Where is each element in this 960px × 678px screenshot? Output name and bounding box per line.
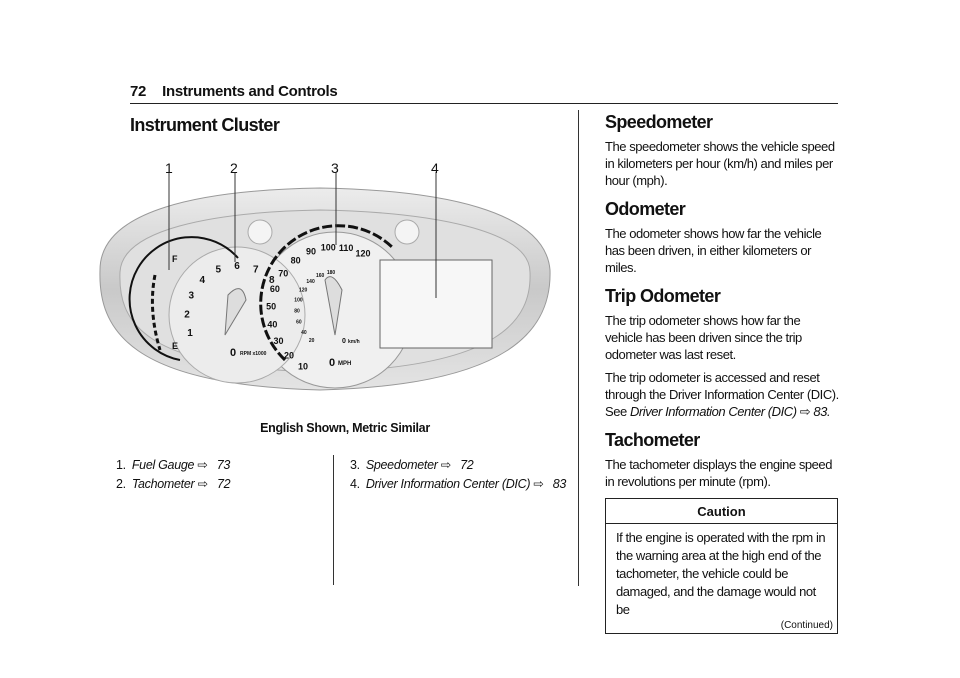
- mph-label: 60: [270, 284, 280, 294]
- dic-link[interactable]: Driver Information Center (DIC): [629, 404, 797, 419]
- tach-arc: [128, 236, 239, 361]
- item-link[interactable]: Speedometer: [365, 458, 438, 472]
- odometer-body: The odometer shows how far the vehicle h…: [605, 226, 822, 275]
- speedometer-body: The speedometer shows the vehicle speed …: [605, 139, 835, 188]
- page-arrow-icon: ⇨: [197, 477, 208, 491]
- tach-label: 4: [199, 275, 205, 286]
- column-divider: [578, 110, 579, 586]
- indicator-left: [247, 219, 273, 245]
- kmh-label: 60: [296, 320, 302, 326]
- tachometer-body: The tachometer displays the engine speed…: [605, 457, 832, 489]
- fuel-empty-label: E: [172, 341, 178, 351]
- kmh-label: 40: [301, 330, 307, 336]
- tach-label: 2: [184, 309, 190, 320]
- fuel-arc: [150, 274, 162, 351]
- callout-numbers: 1 2 3 4: [165, 160, 439, 176]
- callout-lines: [168, 172, 437, 298]
- trip-odometer-heading: Trip Odometer: [605, 286, 721, 306]
- mph-label: 40: [267, 319, 277, 329]
- page-arrow-icon: ⇨: [440, 458, 451, 472]
- tach-needle: [224, 288, 247, 336]
- list-item[interactable]: 2.Tachometer ⇨ 72: [116, 477, 231, 491]
- page-header: 72 Instruments and Controls: [130, 83, 353, 100]
- callout-1: 1: [165, 160, 173, 176]
- speedometer-heading: Speedometer: [605, 112, 713, 132]
- item-link[interactable]: Tachometer: [131, 477, 195, 491]
- page-arrow-icon: ⇨: [799, 404, 811, 419]
- tachometer-heading: Tachometer: [605, 430, 700, 450]
- caution-body: If the engine is operated with the rpm i…: [616, 530, 826, 617]
- list-item[interactable]: 4.Driver Information Center (DIC) ⇨ 83: [350, 477, 567, 491]
- trip-odometer-body-1: The trip odometer shows how far the vehi…: [605, 313, 802, 362]
- callout-2: 2: [230, 160, 238, 176]
- mph-label: 10: [298, 361, 308, 371]
- callout-list-left: 1.Fuel Gauge ⇨ 73 2.Tachometer ⇨ 72: [116, 456, 231, 494]
- right-column: Speedometer The speedometer shows the ve…: [605, 111, 840, 634]
- mph-unit-label: MPH: [338, 361, 351, 367]
- odometer-heading: Odometer: [605, 199, 686, 219]
- page-number: 72: [130, 83, 147, 100]
- tach-label: 1: [187, 328, 193, 339]
- indicator-right: [394, 219, 420, 245]
- continued-label: (Continued): [780, 620, 833, 631]
- kmh-label: 140: [306, 279, 315, 285]
- tach-label: 6: [234, 261, 240, 272]
- mph-label: 80: [291, 256, 301, 266]
- callout-list-right: 3.Speedometer ⇨ 72 4.Driver Information …: [350, 456, 566, 494]
- item-link[interactable]: Fuel Gauge: [131, 458, 195, 472]
- fuel-full-label: F: [172, 254, 178, 264]
- list-divider: [333, 455, 334, 585]
- mph-label: 90: [306, 247, 316, 257]
- speed-needle: [324, 276, 343, 336]
- kmh-label: 20: [309, 338, 315, 344]
- item-link[interactable]: Driver Information Center (DIC): [365, 477, 531, 491]
- kmh-label: 80: [294, 309, 300, 315]
- callout-4: 4: [431, 160, 439, 176]
- tach-label: 3: [189, 291, 195, 302]
- caution-title: Caution: [606, 499, 837, 524]
- header-rule: [130, 103, 838, 104]
- list-item[interactable]: 1.Fuel Gauge ⇨ 73: [116, 458, 231, 472]
- list-item[interactable]: 3.Speedometer ⇨ 72: [350, 458, 474, 472]
- kmh-label: 180: [327, 270, 336, 276]
- mph-label: 120: [356, 248, 371, 258]
- tach-label: 5: [215, 265, 221, 276]
- mph-label: 50: [266, 302, 276, 312]
- figure-caption: English Shown, Metric Similar: [260, 421, 430, 435]
- caution-box: Caution If the engine is operated with t…: [605, 498, 838, 634]
- mph-label: 20: [284, 350, 294, 360]
- page-arrow-icon: ⇨: [533, 477, 544, 491]
- kmh-unit-label: km/h: [348, 339, 360, 345]
- trip-odometer-body-2: The trip odometer is accessed and reset …: [605, 370, 839, 419]
- mph-label: 70: [278, 268, 288, 278]
- mph-label: 30: [273, 336, 283, 346]
- callout-3: 3: [331, 160, 339, 176]
- tach-label: 8: [269, 275, 275, 286]
- mph-label: 110: [339, 243, 354, 253]
- tach-zero-label: 0: [230, 347, 236, 359]
- kmh-label: 160: [316, 273, 325, 279]
- section-title: Instruments and Controls: [162, 83, 338, 100]
- kmh-label: 100: [294, 298, 303, 304]
- instrument-cluster-heading: Instrument Cluster: [130, 115, 280, 135]
- kmh-zero-label: 0: [342, 338, 346, 345]
- tach-unit-label: RPM x1000: [240, 351, 267, 357]
- mph-label: 100: [321, 242, 336, 252]
- tach-label: 7: [253, 265, 259, 276]
- page-arrow-icon: ⇨: [197, 458, 208, 472]
- speed-arc: [259, 224, 394, 362]
- kmh-label: 120: [299, 287, 308, 293]
- mph-zero-label: 0: [329, 357, 335, 369]
